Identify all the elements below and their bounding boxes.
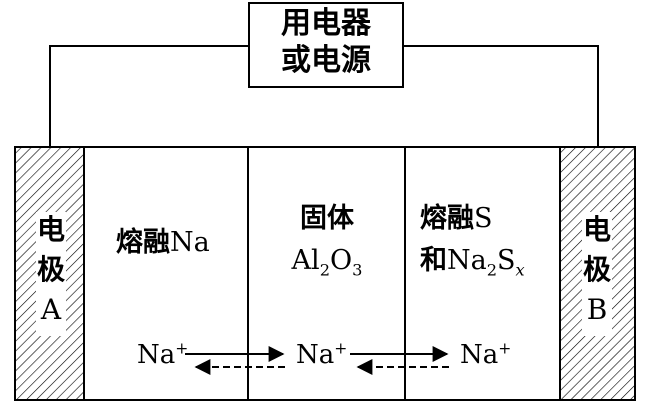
- middle-chamber-cjk: 固体: [300, 203, 354, 234]
- middle-chamber-formula: Al2O3: [249, 245, 405, 278]
- left-chamber-label: 熔融Na: [116, 229, 210, 256]
- left-chamber-formula: Na: [170, 227, 210, 258]
- electrode-b-label-bg: [582, 212, 612, 336]
- ion-label-right: Na+: [460, 339, 512, 370]
- cell-outer-box: [14, 146, 636, 401]
- device-label-line1: 用电器: [281, 6, 371, 41]
- ion-label-left: Na+: [137, 339, 189, 370]
- ion-right-charge: +: [498, 339, 512, 358]
- left-chamber-cjk: 熔融: [116, 227, 170, 258]
- electrode-a-char2: 极: [36, 253, 65, 286]
- ion-left-charge: +: [175, 339, 189, 358]
- electrode-b-char1: 电: [582, 213, 611, 246]
- right-chamber-s: S: [497, 245, 516, 276]
- device-label-line2: 或电源: [281, 43, 371, 78]
- formula-al-sub: 2: [319, 260, 330, 280]
- right-chamber-label: 熔融S 和Na2Sx: [420, 205, 525, 278]
- ion-middle-charge: +: [334, 339, 348, 358]
- right-chamber-line2-cjk: 和: [420, 245, 447, 276]
- ion-left-base: Na: [137, 340, 176, 370]
- device-box: [248, 2, 404, 88]
- electrode-a-label: 电 极 A: [36, 216, 66, 324]
- device-label: 用电器 或电源: [249, 9, 403, 76]
- external-circuit-wire: [49, 45, 599, 147]
- right-chamber-line1-formula: S: [474, 203, 493, 234]
- ion-right-base: Na: [460, 340, 499, 370]
- formula-o-sub: 3: [352, 260, 363, 280]
- electrode-b-letter: B: [586, 293, 608, 326]
- electrode-b-char2: 极: [582, 253, 611, 286]
- electrode-b-label: 电 极 B: [582, 216, 612, 324]
- right-chamber-s-subx: x: [515, 260, 525, 280]
- electrode-a-letter: A: [40, 293, 62, 326]
- middle-chamber-label: 固体 Al2O3: [249, 203, 405, 278]
- right-chamber-na: Na: [447, 245, 487, 276]
- ion-middle-base: Na: [296, 340, 335, 370]
- right-chamber-line1: 熔融S: [420, 205, 525, 232]
- ion-label-middle: Na+: [296, 339, 348, 370]
- electrode-a-char1: 电: [36, 213, 65, 246]
- electrode-a-label-bg: [36, 212, 66, 336]
- formula-o: O: [330, 245, 353, 276]
- right-chamber-line1-cjk: 熔融: [420, 203, 474, 234]
- right-chamber-na-sub: 2: [486, 260, 498, 280]
- right-chamber-line2: 和Na2Sx: [420, 245, 525, 278]
- formula-al: Al: [291, 245, 320, 276]
